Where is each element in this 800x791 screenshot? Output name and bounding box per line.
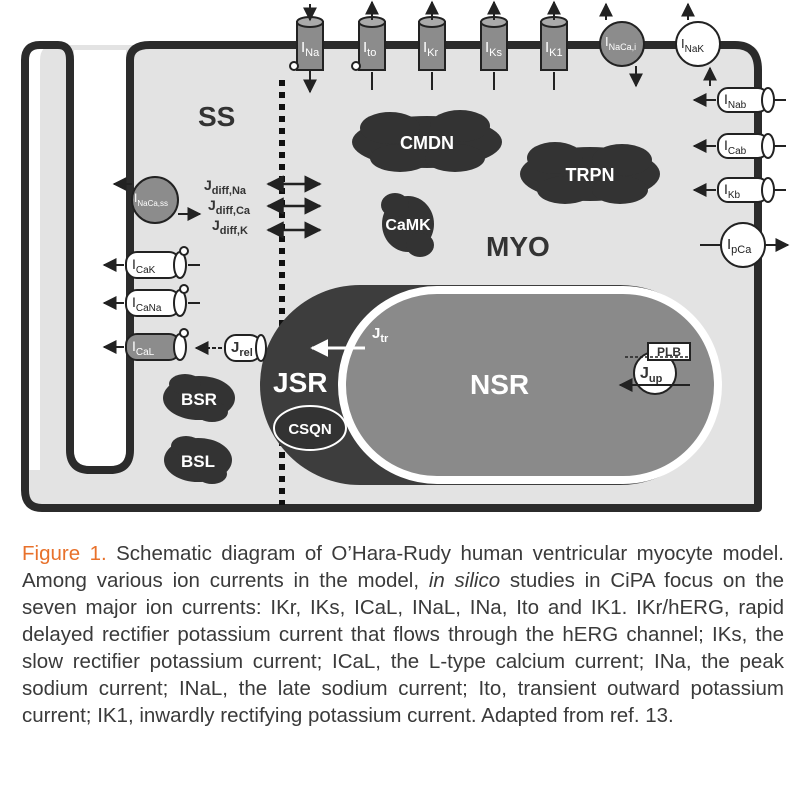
diffusion-fluxes: Jdiff,Na Jdiff,Ca Jdiff,K — [204, 175, 322, 239]
bsr-cloud: BSR — [163, 374, 235, 422]
svg-text:CSQN: CSQN — [288, 421, 331, 438]
svg-text:IKb: IKb — [724, 181, 741, 201]
plb-box — [647, 342, 691, 361]
top-channel-group: INa Ito IKr IKs IK1 INaCa,i INaK — [289, 0, 721, 94]
j-diff-k-label: Jdiff,K — [212, 217, 248, 237]
channel-iks: IKs — [480, 0, 508, 90]
channel-inaca-ss: INaCa,ss — [112, 176, 202, 224]
svg-text:ICab: ICab — [724, 137, 747, 157]
camk-cloud: CaMK — [381, 193, 434, 257]
t-tubule-space — [74, 50, 126, 466]
channel-icab: ICab — [692, 133, 786, 159]
nsr-compartment — [338, 286, 722, 484]
j-diff-na-label: Jdiff,Na — [204, 177, 247, 197]
svg-text:ICaL: ICaL — [132, 338, 155, 358]
bsl-cloud: BSL — [164, 436, 232, 484]
channel-ipca: IpCa — [700, 222, 790, 268]
svg-text:Ito: Ito — [363, 39, 376, 59]
svg-text:IKr: IKr — [423, 39, 439, 59]
channel-ikb: IKb — [692, 177, 786, 203]
myocyte-diagram: SS MYO JSR NSR CMDN TRPN CaMK CSQN BSR — [21, 0, 790, 512]
channel-inaca-i: INaCa,i — [599, 2, 645, 88]
label-jsr: JSR — [273, 367, 327, 398]
svg-text:BSL: BSL — [181, 452, 215, 471]
svg-text:INaCa,ss: INaCa,ss — [134, 191, 168, 208]
channel-ikr: IKr — [418, 0, 446, 90]
channel-icana: ICaNa — [102, 284, 200, 317]
cell-membrane-outline — [21, 41, 762, 512]
svg-text:CMDN: CMDN — [400, 133, 454, 153]
svg-text:TRPN: TRPN — [566, 165, 615, 185]
caption-text-2: studies in CiPA focus on the seven major… — [22, 569, 785, 727]
j-rel-flux: Jrel — [194, 334, 267, 362]
cmdn-cloud: CMDN — [352, 110, 502, 172]
channel-ical: ICaL — [102, 328, 189, 361]
caption-text-1: Schematic diagram of O’Hara-Rudy human v… — [22, 542, 784, 592]
svg-text:INaCa,i: INaCa,i — [605, 34, 636, 52]
j-up-flux: Jup PLB — [618, 342, 691, 395]
svg-text:INa: INa — [301, 39, 320, 59]
svg-text:Jrel: Jrel — [231, 339, 253, 359]
j-tr-flux: Jtr — [310, 325, 389, 357]
svg-text:PLB: PLB — [657, 345, 681, 359]
channel-inab: INab — [692, 87, 786, 113]
svg-text:IK1: IK1 — [545, 39, 563, 59]
svg-text:IpCa: IpCa — [727, 236, 752, 256]
channel-icak: ICaK — [102, 246, 200, 279]
j-diff-ca-label: Jdiff,Ca — [208, 197, 251, 217]
label-myo: MYO — [486, 231, 550, 262]
svg-text:Jup: Jup — [640, 365, 663, 385]
label-nsr: NSR — [470, 369, 529, 400]
svg-text:BSR: BSR — [181, 390, 217, 409]
svg-text:ICaNa: ICaNa — [132, 294, 162, 314]
label-ss: SS — [198, 101, 235, 132]
channel-ina: INa — [289, 4, 324, 94]
svg-text:IKs: IKs — [485, 39, 503, 59]
figure-label: Figure 1. — [22, 542, 107, 565]
caption-italic: in silico — [428, 569, 501, 592]
svg-text:Jtr: Jtr — [372, 325, 389, 345]
channel-ito: Ito — [351, 0, 386, 90]
figure-caption: Figure 1. Schematic diagram of O’Hara-Ru… — [22, 540, 784, 729]
trpn-cloud: TRPN — [520, 142, 660, 204]
svg-text:CaMK: CaMK — [385, 217, 431, 234]
svg-text:INaK: INaK — [681, 36, 704, 55]
csqn-cloud: CSQN — [273, 405, 347, 451]
svg-text:INab: INab — [724, 91, 747, 111]
channel-inak: INaK — [675, 2, 721, 86]
svg-text:ICaK: ICaK — [132, 256, 156, 276]
channel-ik1: IK1 — [540, 0, 568, 90]
